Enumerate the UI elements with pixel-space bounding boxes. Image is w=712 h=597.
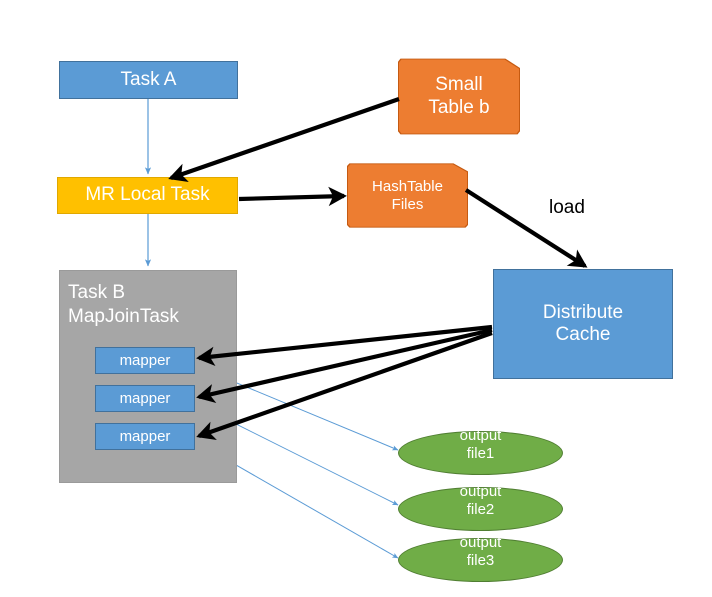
node-mapper-2[interactable]: mapper — [95, 385, 195, 412]
edge-distributecache-to-mapper1 — [196, 324, 493, 366]
node-distribute-cache[interactable]: Distribute Cache — [493, 269, 673, 379]
node-output-file1[interactable] — [398, 431, 563, 475]
node-small-table-b-label: Small Table b — [428, 74, 490, 118]
node-output-file3[interactable] — [398, 538, 563, 582]
node-mapper-3[interactable]: mapper — [95, 423, 195, 450]
node-mapper-3-label: mapper — [119, 427, 171, 445]
node-hashtable-files[interactable]: HashTable Files — [348, 164, 467, 227]
node-small-table-b[interactable]: Small Table b — [399, 59, 519, 134]
node-mapper-1[interactable]: mapper — [95, 347, 195, 374]
edge-distributecache-to-mapper3 — [196, 331, 493, 440]
node-mr-local-task[interactable]: MR Local Task — [57, 177, 238, 214]
edge-distributecache-to-mapper2 — [196, 327, 493, 403]
node-mapper-2-label: mapper — [119, 389, 171, 407]
edge-label-load: load — [549, 197, 585, 218]
node-mapper-1-label: mapper — [119, 351, 171, 369]
node-task-a[interactable]: Task A — [59, 61, 238, 99]
node-task-a-label: Task A — [120, 68, 177, 90]
edge-mrlocaltask-to-hashtable — [238, 186, 347, 207]
node-distribute-cache-label: Distribute Cache — [542, 301, 624, 345]
node-mr-local-task-label: MR Local Task — [85, 184, 210, 206]
node-task-b-label: Task B MapJoinTask — [68, 282, 179, 327]
node-hashtable-files-label: HashTable Files — [372, 177, 443, 213]
node-output-file2[interactable] — [398, 487, 563, 531]
